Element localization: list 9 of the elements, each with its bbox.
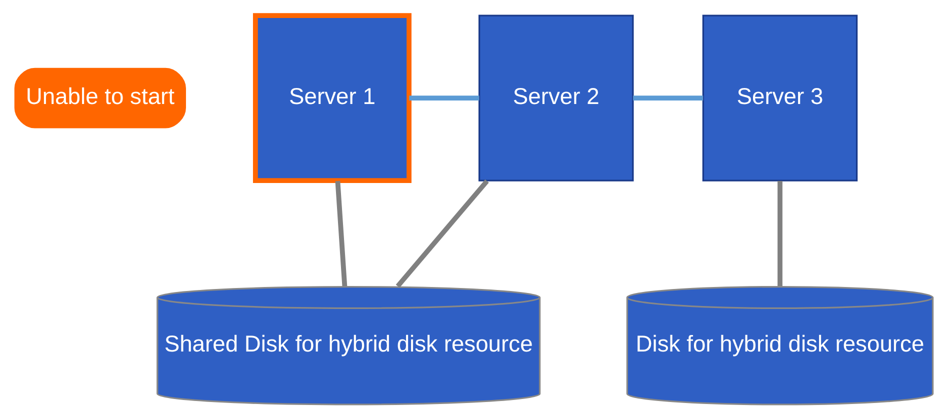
connector [633,95,704,100]
node-box: Unable to start [14,67,186,128]
connector [778,180,782,286]
connector [409,95,480,100]
node-box: Server 1 [252,12,412,183]
node-box: Server 3 [702,14,858,181]
connector [335,180,348,286]
node-box: Server 2 [478,14,634,181]
connector [396,178,489,288]
